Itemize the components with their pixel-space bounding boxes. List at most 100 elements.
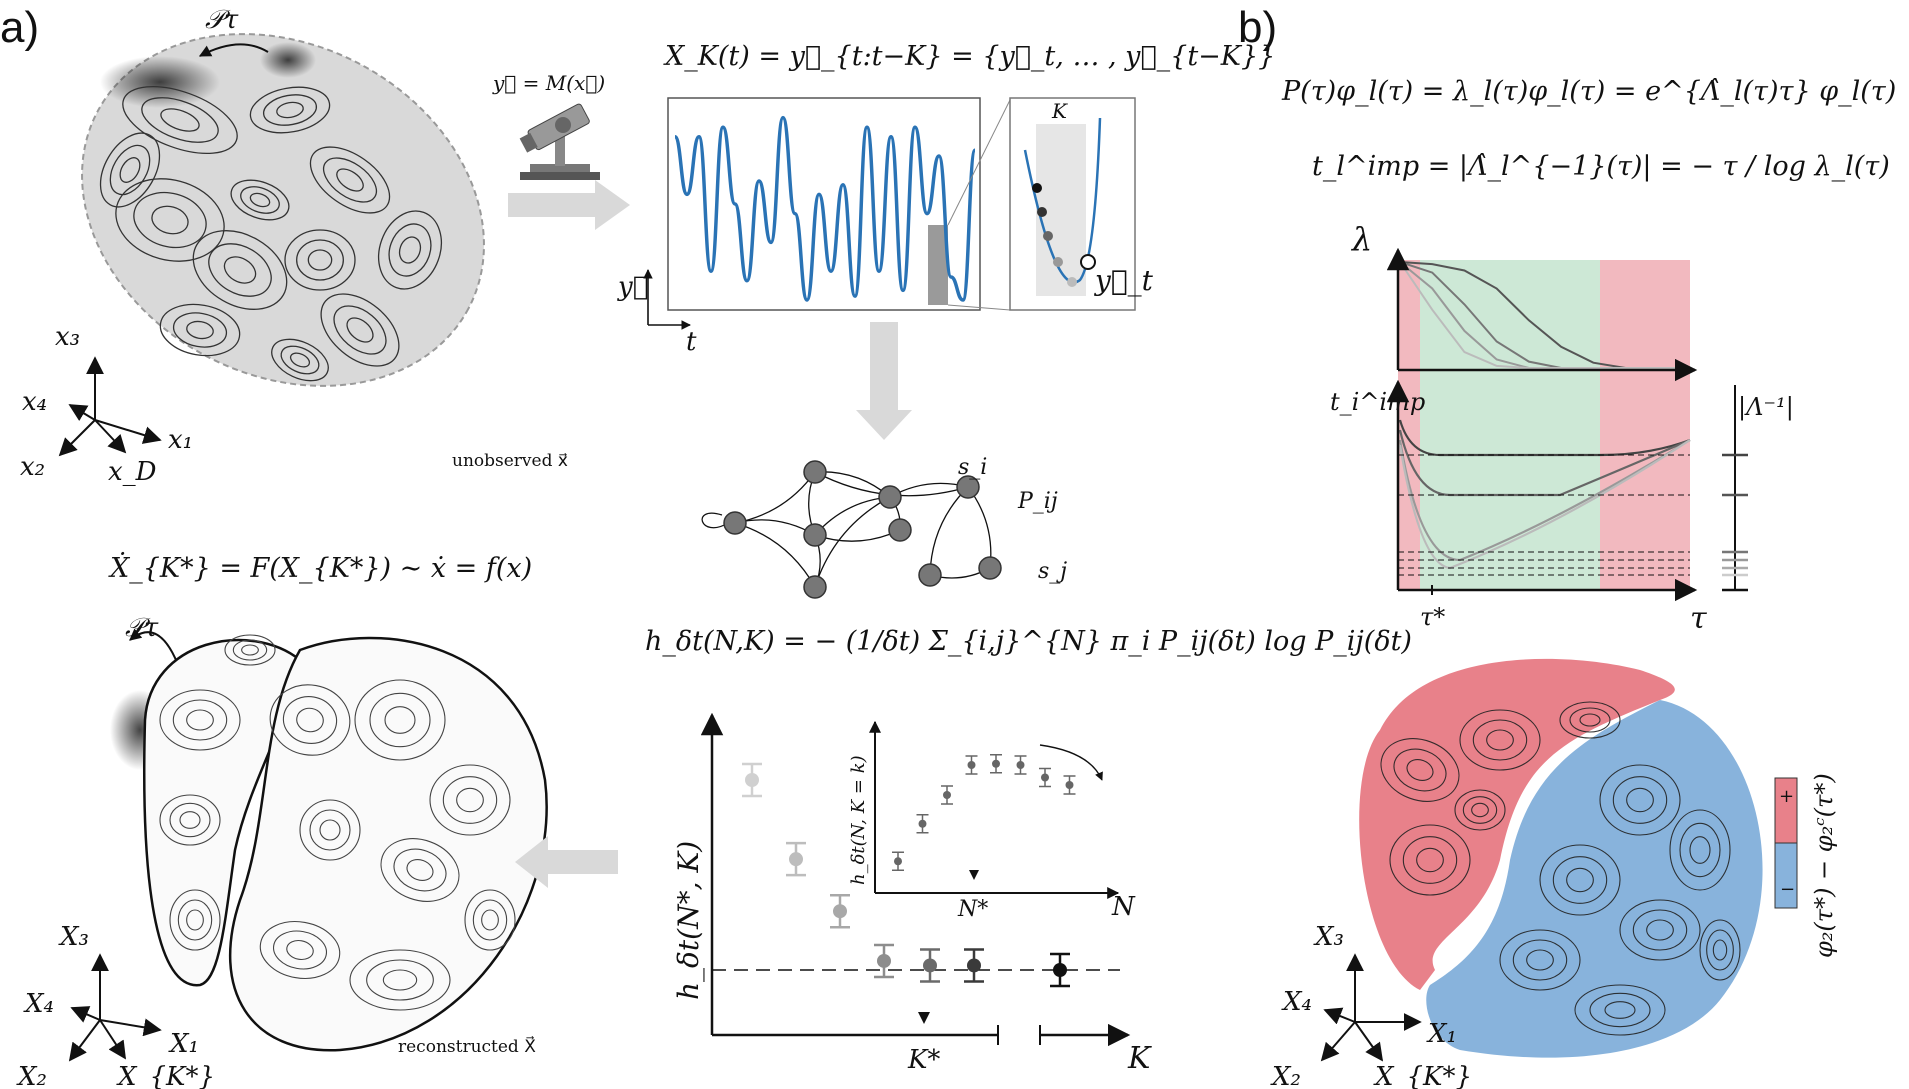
markov-graph: s_i P_ij s_j <box>701 455 1067 599</box>
flow-loop <box>151 205 189 235</box>
operator-label-bottom: 𝒫τ <box>125 613 159 643</box>
transition-edge <box>734 522 816 588</box>
arrow-to-timeseries <box>508 180 630 230</box>
flow-loop <box>186 709 214 731</box>
flow-loop <box>1454 789 1506 831</box>
b-axis-X3: X₃ <box>1313 922 1344 952</box>
transition-edge <box>814 529 901 542</box>
flow-loop <box>169 889 221 951</box>
state-node <box>803 575 827 599</box>
flow-loop <box>122 85 238 155</box>
flow-loop <box>186 320 214 340</box>
flow-loop <box>1626 787 1654 813</box>
axes-top <box>58 356 162 457</box>
arrow-to-graph <box>856 322 912 440</box>
flow-loop <box>99 132 161 208</box>
flow-loop <box>1619 899 1701 961</box>
colorbar-label: φ₂(τ*) − φ₂ᶜ(τ*) <box>1810 773 1838 958</box>
flow-loop <box>169 802 211 838</box>
flow-loop <box>456 787 484 813</box>
flow-loop <box>1604 1001 1636 1019</box>
ts-y-label: y⃗ <box>617 272 648 302</box>
flow-loop <box>299 799 361 861</box>
lambda-label: λ <box>1350 220 1372 258</box>
colorbar-plus: + <box>1779 786 1794 807</box>
flow-loop <box>1559 701 1621 739</box>
axis-xD: x_D <box>108 457 157 487</box>
flow-loop <box>296 707 324 733</box>
state-node <box>803 460 827 484</box>
flow-loop <box>141 97 219 143</box>
entropy-x-label: K <box>1127 1041 1152 1076</box>
flow-loop <box>159 689 241 751</box>
axes-bottom <box>68 953 162 1062</box>
unobserved-caption: unobserved x⃗ <box>452 451 568 471</box>
flow-loop <box>1389 824 1471 896</box>
entropy-point <box>786 841 806 877</box>
transition-label: P_ij <box>1017 489 1058 514</box>
state-node <box>978 556 1002 580</box>
flow-loop <box>393 848 447 892</box>
flow-loop <box>172 699 228 741</box>
flow-loop <box>230 179 290 221</box>
flow-loop <box>177 899 213 941</box>
self-loop <box>701 512 729 529</box>
k-star-label: K* <box>907 1045 940 1075</box>
red-region <box>1359 658 1675 990</box>
axis-x1: x₁ <box>168 425 193 455</box>
entropy-point <box>830 893 850 929</box>
flow-loop <box>1486 729 1514 751</box>
flow-loop <box>280 345 320 375</box>
flow-loop <box>115 178 225 262</box>
measurement-map: y⃗ = M(x⃗) <box>492 71 605 95</box>
flow-loop <box>1416 847 1444 873</box>
flow-loop <box>224 634 276 666</box>
axis-x3: x₃ <box>55 322 80 352</box>
flow-loop <box>133 191 207 249</box>
flow-loop <box>1380 738 1460 802</box>
inset-x-label: N <box>1111 892 1136 922</box>
flow-loop <box>172 312 228 348</box>
flow-loop <box>319 819 341 841</box>
spectrum-plots: λ t_i^imp τ τ* <box>1330 220 1794 636</box>
tau-label: τ <box>1690 601 1707 636</box>
axis-X2: X₂ <box>16 1062 47 1089</box>
flow-loop <box>269 684 351 756</box>
flow-loop <box>1599 764 1681 836</box>
flow-loop <box>406 859 434 881</box>
inset-point <box>892 851 904 871</box>
eigen-equation: P(τ)φ_l(τ) = λ_l(τ)φ_l(τ) = e^{Λ̂_l(τ)τ}… <box>1281 76 1896 107</box>
flow-loop <box>282 696 338 744</box>
transition-edge <box>929 486 969 576</box>
flow-loop <box>309 146 391 214</box>
flow-loop <box>259 921 341 979</box>
axes-panel-b <box>1320 953 1422 1062</box>
flow-loop <box>378 210 442 290</box>
window-K-label: K <box>1051 99 1068 123</box>
entropy-point <box>964 948 984 983</box>
flow-loop <box>1552 856 1608 904</box>
state-node <box>723 511 747 535</box>
flow-loop <box>388 223 432 277</box>
flow-loop <box>398 236 422 264</box>
k-star-marker <box>918 1012 930 1024</box>
flow-loop <box>179 811 201 829</box>
inset-trend-arrow <box>1039 744 1103 781</box>
transition-edge <box>967 486 995 569</box>
flow-loop <box>1471 802 1489 818</box>
axis-X3: X₃ <box>58 922 89 952</box>
panel-a-label: a) <box>0 3 39 52</box>
flow-loop <box>289 352 311 368</box>
colorbar-minus: − <box>1780 879 1795 900</box>
transition-edge <box>734 471 816 526</box>
flow-loop <box>346 317 374 343</box>
state-node <box>888 518 912 542</box>
transition-edge <box>814 493 891 536</box>
axis-x2: x₂ <box>20 452 45 482</box>
reconstruction-equation: Ẋ_{K*} = F(X_{K*}) ∼ ẋ = f(x) <box>108 551 532 584</box>
flow-loop <box>192 230 288 310</box>
inset-point <box>1039 767 1051 788</box>
axis-x4: x₄ <box>22 387 47 417</box>
flow-loop <box>442 776 498 824</box>
flow-loop <box>320 293 400 367</box>
